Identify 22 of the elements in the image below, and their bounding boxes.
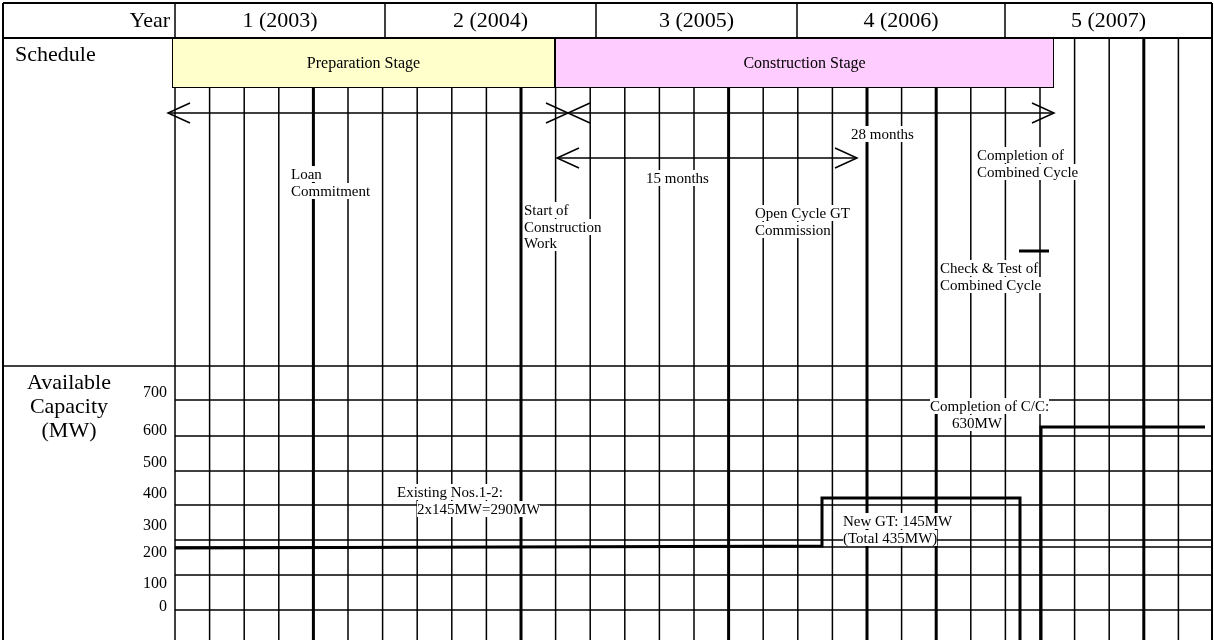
row-header: Schedule bbox=[15, 42, 97, 67]
milestone-label: Check & Test of Combined Cycle bbox=[940, 260, 1043, 293]
milestone-label: Loan Commitment bbox=[291, 166, 372, 199]
milestone-label: Open Cycle GT Commission bbox=[755, 205, 851, 238]
annotation: Existing Nos.1-2: 2x145MW=290MW bbox=[397, 484, 542, 517]
year-label: 5 (2007) bbox=[1069, 8, 1148, 33]
year-label: 4 (2006) bbox=[862, 8, 940, 33]
year-label: 1 (2003) bbox=[241, 8, 319, 33]
year-label: 2 (2004) bbox=[451, 8, 530, 33]
row-header: Year bbox=[128, 8, 170, 33]
stage-bar bbox=[555, 38, 1054, 88]
stage-label: Construction Stage bbox=[743, 54, 866, 72]
stage-bar bbox=[172, 38, 555, 88]
year-label: 3 (2005) bbox=[657, 8, 736, 33]
duration-label: 15 months bbox=[646, 170, 710, 187]
stage-label: Preparation Stage bbox=[306, 54, 421, 72]
annotation: New GT: 145MW (Total 435MW) bbox=[843, 513, 954, 546]
row-header: Available Capacity (MW) bbox=[26, 370, 112, 443]
milestone-label: Start of Construction Work bbox=[524, 202, 603, 252]
annotation: Completion of C/C: 630MW bbox=[930, 398, 1051, 431]
milestone-label: Completion of Combined Cycle bbox=[977, 147, 1080, 180]
duration-label: 28 months bbox=[851, 126, 915, 143]
